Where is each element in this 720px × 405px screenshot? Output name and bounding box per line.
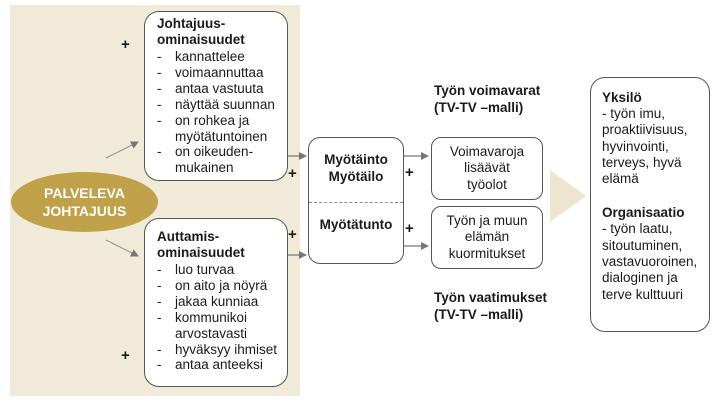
job-demands-header: Työn vaatimukset (TV-TV –malli) [434, 290, 548, 322]
plus-sign-helping-empathy: + [288, 226, 297, 243]
resources-box: Voimavaroja lisäävät työolot [431, 137, 543, 200]
plus-sign-resources: + [405, 164, 414, 181]
list-item: kommunikoi arvostavasti [157, 310, 281, 342]
organization-text: - työn laatu, sitoutuminen, vastavuoroin… [602, 221, 698, 302]
list-item: on rohkea ja myötätuntoinen [157, 113, 281, 145]
big-arrow-shape [550, 170, 586, 222]
helping-qualities-title: Auttamis- ominaisuudet [157, 229, 245, 260]
empathy-box: Myötäinto Myötäilo Myötätunto [308, 137, 404, 264]
empathy-divider [309, 202, 403, 203]
individual-text: - työn imu, proaktiivisuus, hyvinvointi,… [602, 106, 688, 187]
arrow-oval-to-leadership [105, 141, 139, 159]
list-item: on oikeuden- mukainen [157, 144, 281, 176]
plus-sign-leadership-empathy: + [288, 165, 297, 182]
list-item: näyttää suunnan [157, 97, 281, 113]
organization-title: Organisaatio [602, 205, 685, 221]
plus-sign-top-left: + [121, 36, 130, 53]
servant-leadership-oval: PALVELEVA JOHTAJUUS [11, 172, 158, 232]
list-item: on aito ja nöyrä [157, 278, 281, 294]
helping-qualities-list: luo turvaa on aito ja nöyrä jakaa kunnia… [157, 262, 281, 373]
individual-title: Yksilö [602, 90, 642, 105]
list-item: luo turvaa [157, 262, 281, 278]
list-item: antaa anteeksi [157, 357, 281, 373]
plus-sign-bottom-left: + [121, 347, 130, 364]
plus-sign-demands: + [405, 220, 414, 237]
leadership-qualities-list: kannattelee voimaannuttaa antaa vastuuta… [157, 49, 281, 176]
helping-qualities-box: Auttamis- ominaisuudet luo turvaa on ait… [144, 218, 288, 387]
leadership-qualities-title: Johtajuus- ominaisuudet [157, 16, 245, 47]
leadership-qualities-box: Johtajuus- ominaisuudet kannattelee voim… [144, 11, 288, 181]
list-item: kannattelee [157, 49, 281, 65]
outcomes-box: Yksilö - työn imu, proaktiivisuus, hyvin… [590, 77, 710, 332]
demands-box: Työn ja muun elämän kuormitukset [431, 206, 543, 269]
list-item: hyväksyy ihmiset [157, 342, 281, 358]
list-item: voimaannuttaa [157, 65, 281, 81]
list-item: jakaa kunniaa [157, 294, 281, 310]
job-resources-header: Työn voimavarat (TV-TV –malli) [434, 83, 541, 115]
compassion-label: Myötätunto [319, 217, 393, 232]
arrow-oval-to-helping [105, 239, 139, 257]
list-item: antaa vastuuta [157, 81, 281, 97]
empathy-joy-label: Myötäinto Myötäilo [324, 152, 388, 184]
